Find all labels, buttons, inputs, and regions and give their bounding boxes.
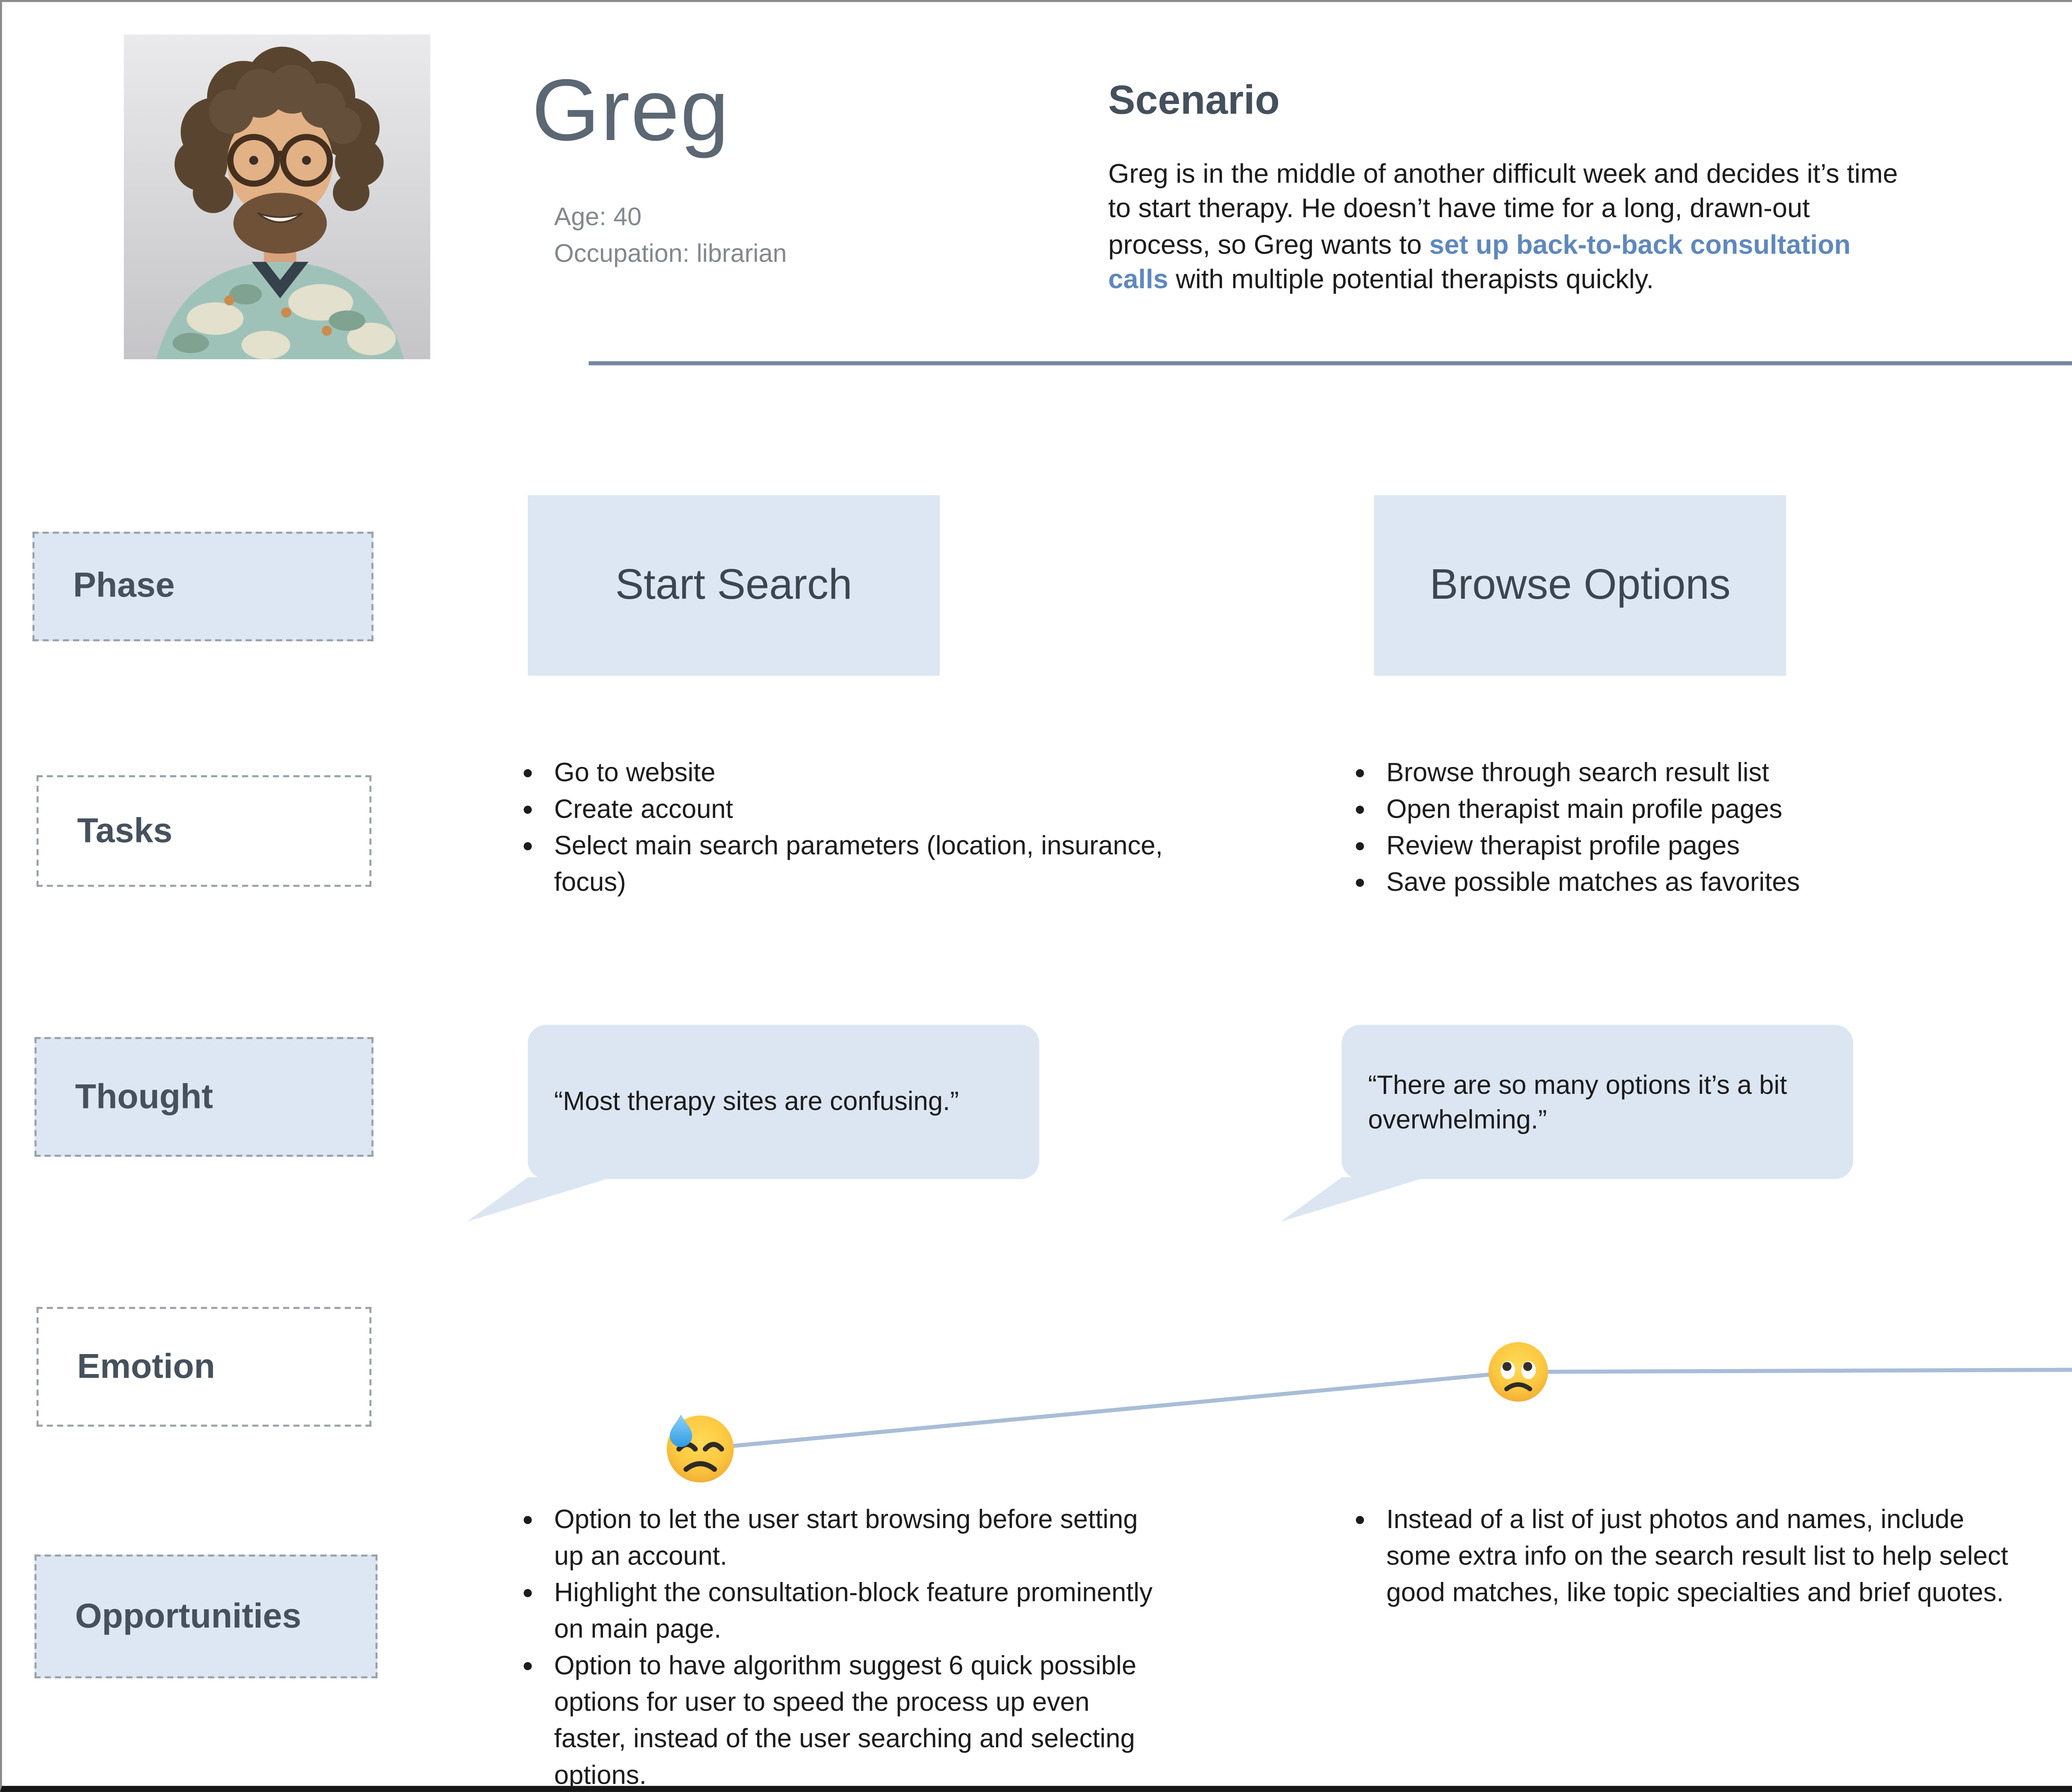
phase-box-start-search: Start Search <box>528 495 940 676</box>
task-item: Create account <box>554 791 1173 828</box>
task-item: Browse through search result list <box>1386 755 1874 791</box>
bubble-tail <box>1280 1177 1427 1222</box>
scenario-section: Scenario Greg is in the middle of anothe… <box>1108 79 1916 297</box>
row-label-phase: Phase <box>32 532 374 641</box>
header-divider <box>588 361 2072 365</box>
task-item: Review therapist profile pages <box>1386 828 1874 864</box>
scenario-text-after: with multiple potential therapists quick… <box>1168 264 1654 295</box>
opportunity-item: Highlight the consultation-block feature… <box>554 1575 1163 1648</box>
thought-bubble-browse-options: “There are so many options it’s a bit ov… <box>1280 1025 1853 1222</box>
frowning-face-icon <box>1486 1340 1551 1405</box>
tasks-list-browse-options: Browse through search result list Open t… <box>1352 755 1874 901</box>
persona-photo <box>123 34 431 359</box>
persona-name: Greg <box>532 63 730 160</box>
scenario-text-before: Greg is in the middle of another difficu… <box>1108 158 1898 260</box>
task-item: Open therapist main profile pages <box>1386 791 1874 828</box>
row-label-phase-text: Phase <box>73 566 175 605</box>
person-avatar-icon <box>123 34 431 359</box>
row-label-thought-text: Thought <box>75 1076 213 1115</box>
row-label-emotion-text: Emotion <box>77 1346 215 1385</box>
opportunities-list-browse-options: Instead of a list of just photos and nam… <box>1352 1502 2026 1611</box>
downcast-face-with-sweat-icon <box>664 1412 737 1485</box>
thought-text: “There are so many options it’s a bit ov… <box>1368 1068 1787 1134</box>
row-label-opportunities: Opportunities <box>34 1554 378 1678</box>
persona-occupation: Occupation: librarian <box>554 238 787 267</box>
row-label-tasks: Tasks <box>36 775 372 887</box>
opportunity-item: Instead of a list of just photos and nam… <box>1386 1502 2026 1611</box>
persona-age: Age: 40 <box>554 203 642 232</box>
phase-title: Start Search <box>615 561 852 608</box>
thought-bubble-start-search: “Most therapy sites are confusing.” <box>467 1025 1039 1222</box>
opportunity-item: Option to let the user start browsing be… <box>554 1502 1163 1575</box>
task-item: Go to website <box>554 755 1173 791</box>
bubble-tail <box>467 1177 613 1222</box>
row-label-emotion: Emotion <box>36 1307 372 1427</box>
tasks-list-start-search: Go to website Create account Select main… <box>520 755 1173 901</box>
thought-text: “Most therapy sites are confusing.” <box>554 1086 959 1117</box>
persona-details: Age: 40 Occupation: librarian <box>554 201 787 272</box>
scenario-text: Greg is in the middle of another difficu… <box>1108 156 1916 297</box>
opportunities-list-start-search: Option to let the user start browsing be… <box>520 1502 1163 1786</box>
scenario-highlight-text: set up back-to-back consultation calls <box>1108 229 1851 295</box>
phase-box-browse-options: Browse Options <box>1374 495 1786 676</box>
task-item: Save possible matches as favorites <box>1386 865 1874 901</box>
row-label-opportunities-text: Opportunities <box>75 1596 302 1635</box>
row-label-thought: Thought <box>34 1037 374 1157</box>
scenario-title: Scenario <box>1108 79 1280 124</box>
task-item: Select main search parameters (location,… <box>554 828 1173 901</box>
phase-title: Browse Options <box>1430 561 1731 608</box>
opportunity-item: Option to have algorithm suggest 6 quick… <box>554 1648 1163 1786</box>
row-label-tasks-text: Tasks <box>77 810 173 849</box>
